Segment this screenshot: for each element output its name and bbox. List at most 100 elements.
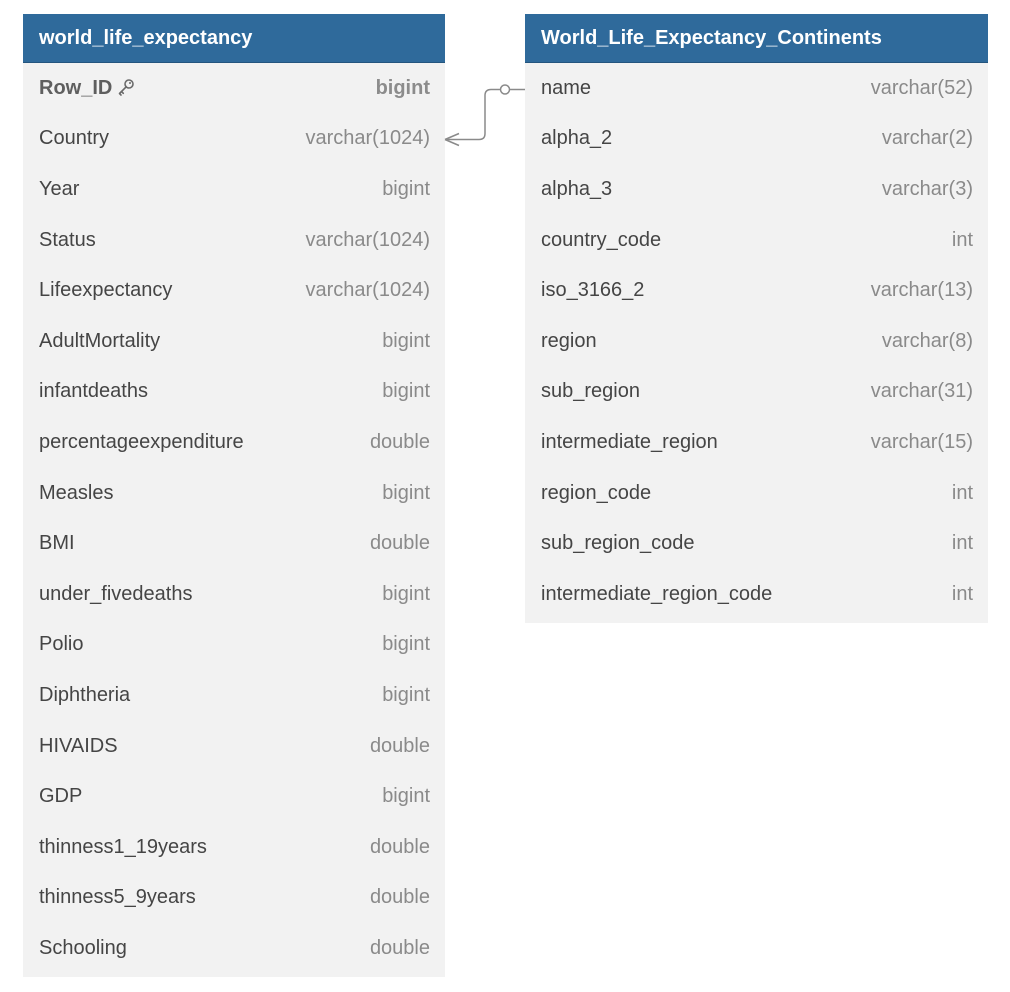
column-type: varchar(8)	[881, 329, 973, 352]
column-name-text: AdultMortality	[39, 329, 161, 352]
column-name-text: sub_region	[541, 380, 640, 403]
column-row-country-code[interactable]: country_code int	[525, 215, 988, 266]
column-type: bigint	[382, 177, 430, 200]
column-row-sub-region-code[interactable]: sub_region_code int	[525, 518, 988, 569]
column-name-text: region	[541, 329, 597, 352]
column-name: Diphtheria	[39, 684, 130, 707]
column-type: varchar(15)	[870, 430, 973, 453]
column-name: BMI	[39, 532, 75, 555]
column-row-alpha-3[interactable]: alpha_3 varchar(3)	[525, 164, 988, 215]
column-row-region-code[interactable]: region_code int	[525, 468, 988, 519]
column-row-region[interactable]: region varchar(8)	[525, 316, 988, 367]
column-name: intermediate_region_code	[541, 583, 772, 606]
column-type: varchar(1024)	[305, 127, 430, 150]
column-type: int	[951, 532, 973, 555]
column-type: varchar(3)	[881, 177, 973, 200]
column-name: infantdeaths	[39, 380, 148, 403]
key-icon	[116, 77, 136, 97]
column-name-text: name	[541, 76, 592, 99]
column-name-text: Year	[39, 177, 80, 200]
column-row-iso-3166-2[interactable]: iso_3166_2 varchar(13)	[525, 265, 988, 316]
one-marker-circle	[499, 84, 511, 95]
column-type: bigint	[382, 380, 430, 403]
table-header[interactable]: World_Life_Expectancy_Continents	[525, 14, 988, 63]
column-name: sub_region_code	[541, 532, 694, 555]
column-row-bmi[interactable]: BMI double	[23, 518, 445, 569]
column-name-text: Row_ID	[39, 76, 113, 99]
column-name: thinness1_19years	[39, 836, 207, 859]
column-name-text: thinness1_19years	[39, 835, 207, 858]
crows-foot-many-marker	[444, 132, 460, 147]
column-name-text: Diphtheria	[39, 683, 131, 706]
column-name-text: Country	[39, 127, 110, 150]
column-row-diphtheria[interactable]: Diphtheria bigint	[23, 670, 445, 721]
column-name: HIVAIDS	[39, 735, 118, 758]
column-name: sub_region	[541, 380, 640, 403]
column-name-text: intermediate_region_code	[541, 582, 773, 605]
column-name-text: infantdeaths	[39, 380, 148, 403]
column-row-row-id[interactable]: Row_ID bigint	[23, 63, 445, 114]
column-row-hivaids[interactable]: HIVAIDS double	[23, 721, 445, 772]
column-name-text: Schooling	[39, 936, 127, 959]
column-name: iso_3166_2	[541, 279, 644, 302]
column-type: int	[951, 228, 973, 251]
column-name-text: under_fivedeaths	[39, 582, 193, 605]
column-row-percentageexpenditure[interactable]: percentageexpenditure double	[23, 417, 445, 468]
column-row-gdp[interactable]: GDP bigint	[23, 771, 445, 822]
connector-line	[445, 88, 525, 141]
column-name-text: GDP	[39, 785, 83, 808]
column-name: Country	[39, 127, 109, 150]
column-name: intermediate_region	[541, 431, 718, 454]
column-name-text: intermediate_region	[541, 430, 718, 453]
column-row-infantdeaths[interactable]: infantdeaths bigint	[23, 367, 445, 418]
column-row-intermediate-region[interactable]: intermediate_region varchar(15)	[525, 417, 988, 468]
column-name: Row_ID	[39, 77, 136, 100]
column-name-text: alpha_3	[541, 177, 613, 200]
column-row-intermediate-region-code[interactable]: intermediate_region_code int	[525, 569, 988, 620]
column-name: GDP	[39, 785, 82, 808]
column-name-text: region_code	[541, 481, 652, 504]
column-type: bigint	[375, 76, 430, 99]
column-type: varchar(2)	[881, 127, 973, 150]
column-name-text: Lifeexpectancy	[39, 279, 173, 302]
column-name: Year	[39, 178, 79, 201]
column-name-text: Polio	[39, 633, 84, 656]
column-type: varchar(13)	[870, 279, 973, 302]
column-name: country_code	[541, 229, 661, 252]
column-row-country[interactable]: Country varchar(1024)	[23, 114, 445, 165]
column-type: int	[951, 582, 973, 605]
column-name-text: percentageexpenditure	[39, 430, 244, 453]
column-name: Polio	[39, 633, 83, 656]
column-type: bigint	[382, 683, 430, 706]
column-type: varchar(1024)	[305, 279, 430, 302]
column-name: AdultMortality	[39, 330, 160, 353]
column-row-year[interactable]: Year bigint	[23, 164, 445, 215]
column-row-alpha-2[interactable]: alpha_2 varchar(2)	[525, 114, 988, 165]
column-name: Measles	[39, 482, 113, 505]
column-type: int	[951, 481, 973, 504]
column-type: double	[369, 734, 430, 757]
column-name: alpha_2	[541, 127, 612, 150]
column-type: bigint	[382, 785, 430, 808]
column-name: region_code	[541, 482, 651, 505]
column-row-adultmortality[interactable]: AdultMortality bigint	[23, 316, 445, 367]
column-type: bigint	[382, 329, 430, 352]
table-header[interactable]: world_life_expectancy	[23, 14, 445, 63]
column-type: double	[369, 532, 430, 555]
column-type: double	[369, 430, 430, 453]
column-name: Status	[39, 229, 96, 252]
column-name: region	[541, 330, 597, 353]
column-row-lifeexpectancy[interactable]: Lifeexpectancy varchar(1024)	[23, 265, 445, 316]
